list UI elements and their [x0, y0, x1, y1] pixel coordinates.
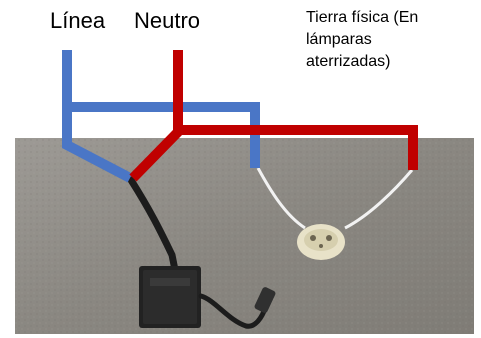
connector-plug: [254, 287, 276, 313]
power-cable: [127, 176, 180, 279]
linea-label: Línea: [50, 8, 106, 33]
white-wire-right: [344, 169, 414, 230]
tierra-fisica-label: Tierra física (En lámparas aterrizadas): [306, 9, 419, 70]
neutro-label: Neutro: [134, 8, 201, 33]
led-driver-box: [139, 266, 201, 328]
neutro-wire: [129, 50, 418, 182]
output-cable: [198, 293, 269, 329]
white-wire-left: [256, 167, 306, 230]
linea-wire: [62, 50, 260, 183]
lamp-socket: [297, 224, 345, 260]
table-texture: [15, 138, 474, 334]
